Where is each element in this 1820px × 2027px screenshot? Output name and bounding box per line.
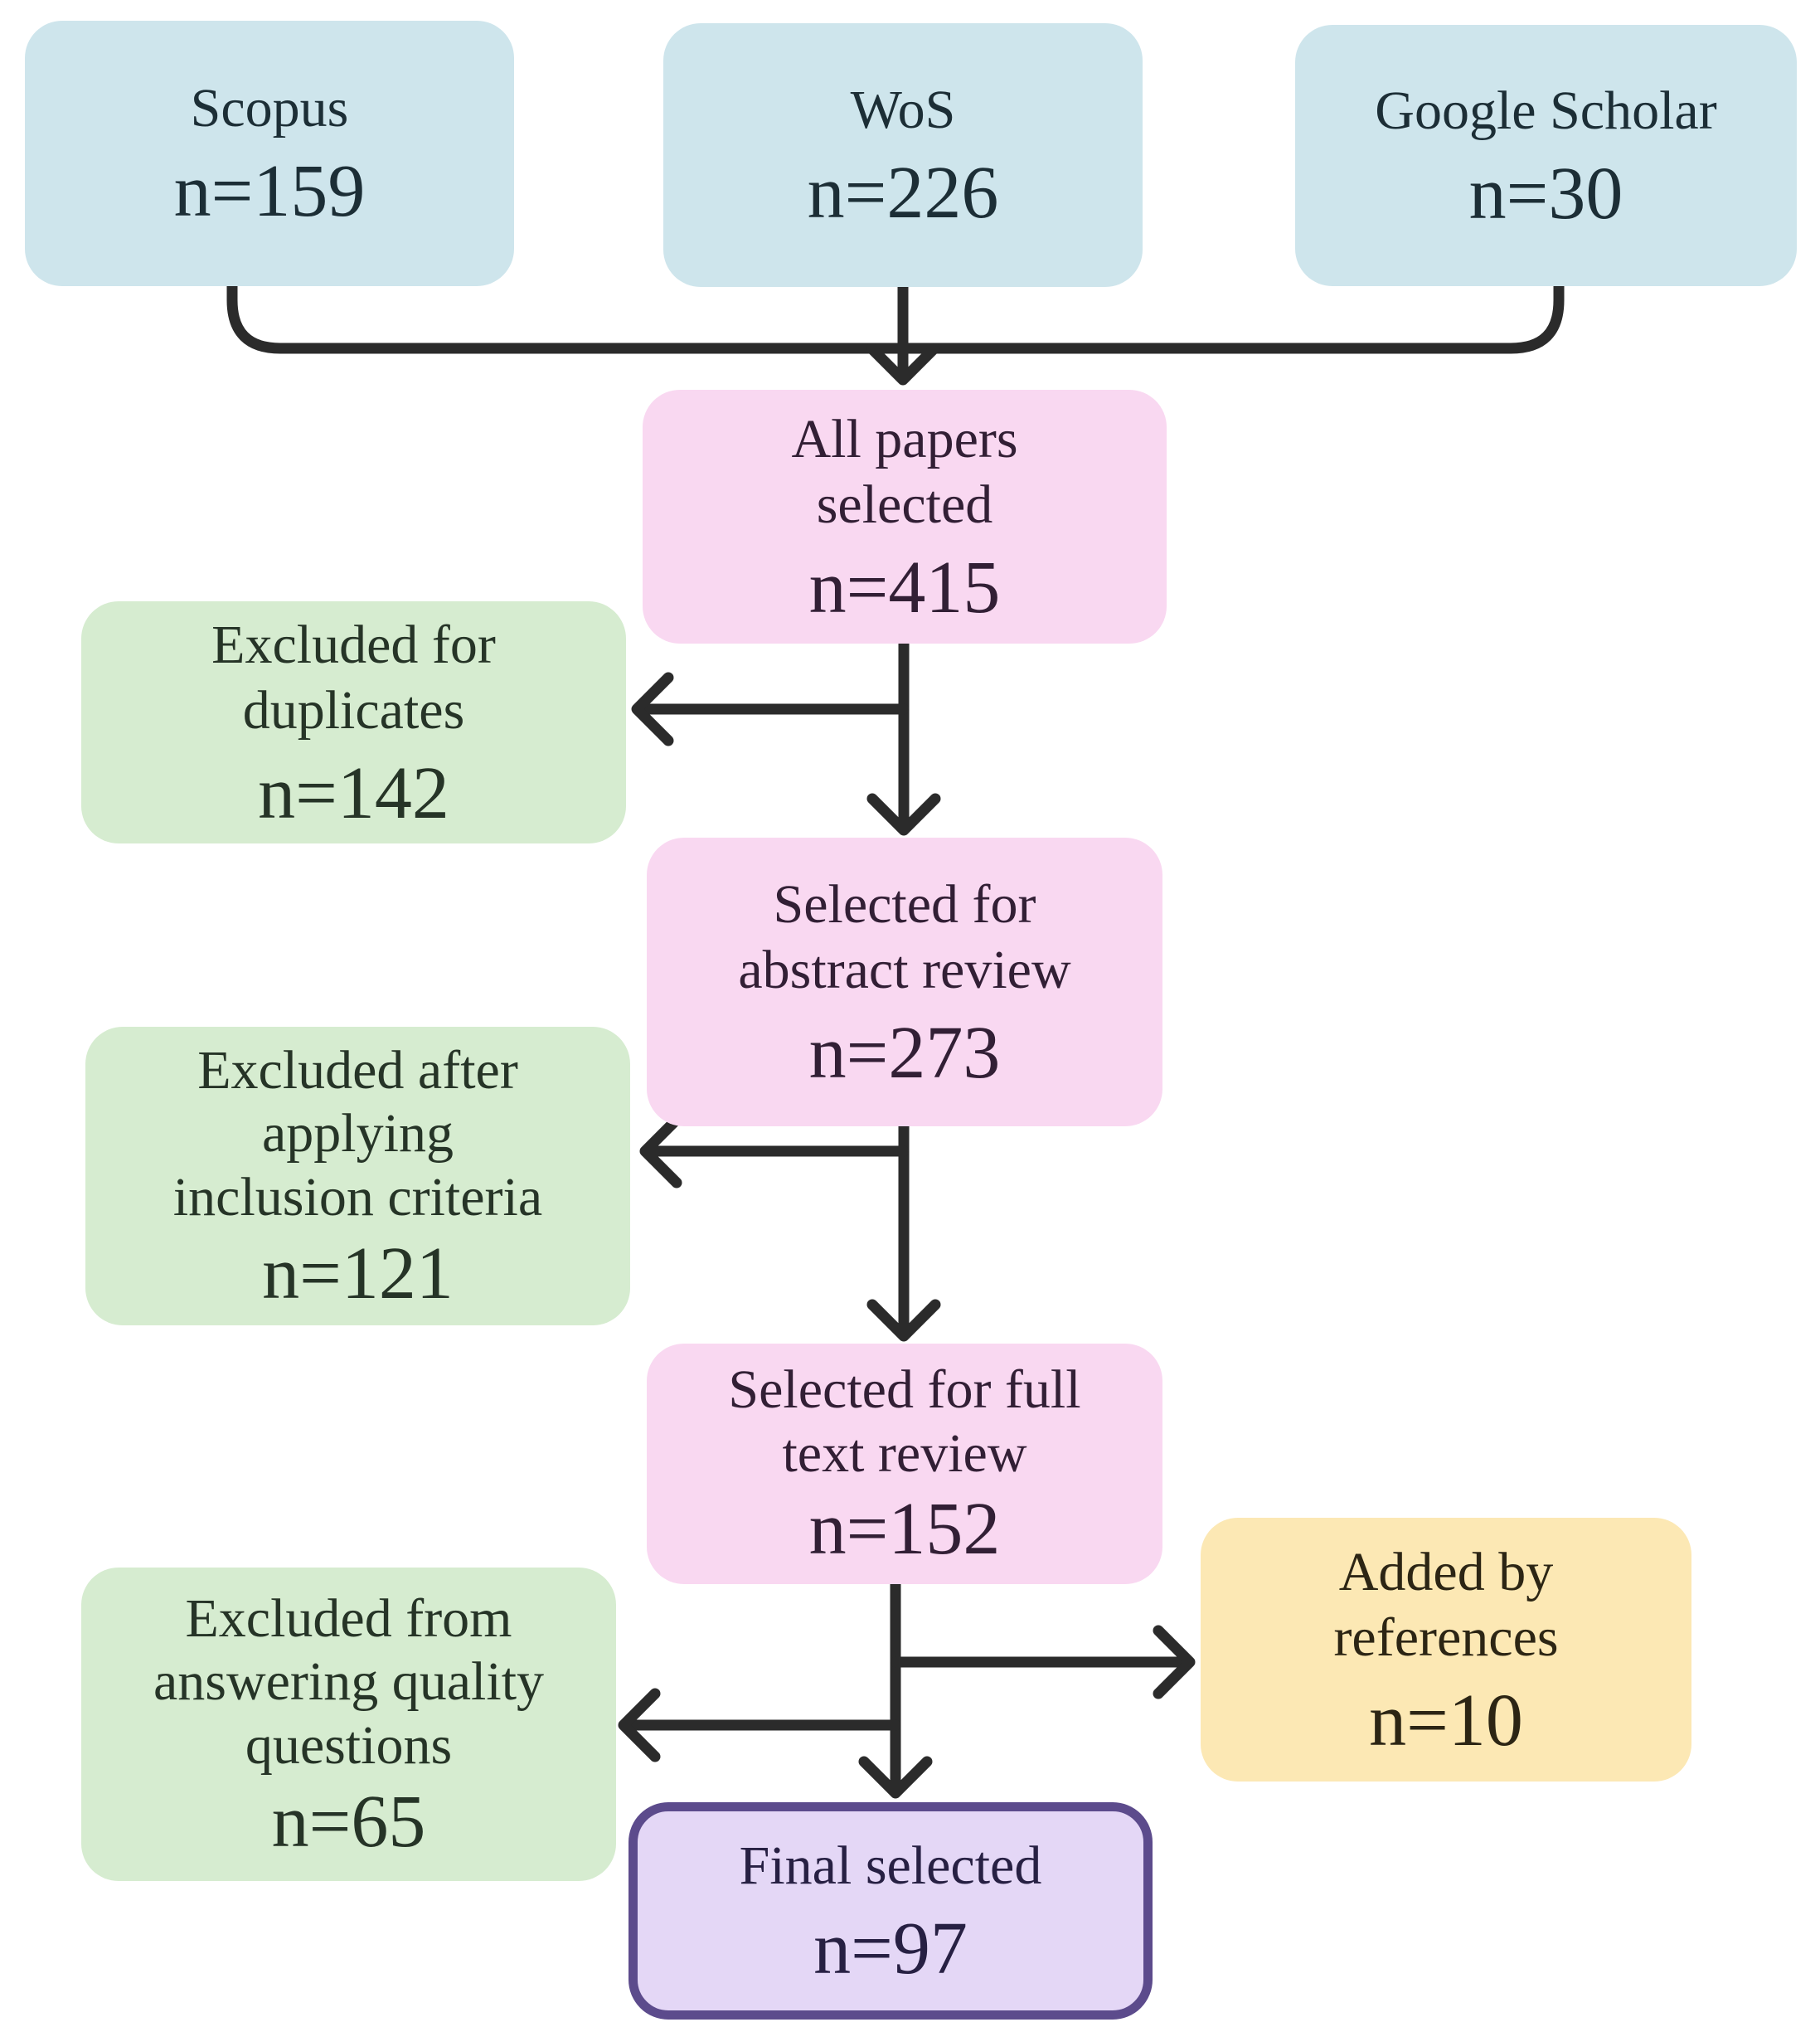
excluded-quality-questions-box: Excluded from answering quality question… xyxy=(81,1568,616,1881)
final-selected-box: Final selected n=97 xyxy=(629,1802,1153,2020)
added-references-count: n=10 xyxy=(1369,1679,1523,1762)
google-scholar-source-box: Google Scholar n=30 xyxy=(1295,25,1797,286)
arrow-into-all-papers-head xyxy=(866,343,940,386)
arrow-into-final-head xyxy=(858,1756,933,1799)
all-papers-label-line2: selected xyxy=(816,474,993,535)
arrow-to-excluded-inclusion-head xyxy=(639,1114,682,1188)
excluded-duplicates-box: Excluded for duplicates n=142 xyxy=(81,601,626,843)
wos-source-box: WoS n=226 xyxy=(663,23,1143,287)
arrow-into-abstract-review-head xyxy=(866,793,941,836)
scopus-count: n=159 xyxy=(173,150,366,233)
wos-count: n=226 xyxy=(807,152,999,235)
added-references-label-line2: references xyxy=(1333,1607,1559,1668)
excluded-inclusion-label-line3: inclusion criteria xyxy=(172,1167,543,1228)
arrow-to-added-references-head xyxy=(1153,1625,1196,1699)
sources-merge-connector xyxy=(226,280,1565,354)
full-text-label-line2: text review xyxy=(782,1422,1027,1484)
scopus-label: Scopus xyxy=(190,78,349,139)
full-text-label-line1: Selected for full xyxy=(728,1359,1081,1421)
excluded-inclusion-criteria-box: Excluded after applying inclusion criter… xyxy=(85,1027,630,1325)
abstract-review-label-line1: Selected for xyxy=(773,873,1036,935)
excluded-inclusion-count: n=121 xyxy=(262,1232,454,1315)
excluded-duplicates-label-line2: duplicates xyxy=(242,679,465,741)
scopus-source-box: Scopus n=159 xyxy=(25,21,514,286)
excluded-quality-label-line1: Excluded from xyxy=(185,1587,512,1649)
all-papers-selected-box: All papers selected n=415 xyxy=(643,390,1167,644)
selected-full-text-review-box: Selected for full text review n=152 xyxy=(647,1344,1162,1584)
arrow-into-full-text-head xyxy=(866,1299,941,1342)
google-scholar-label: Google Scholar xyxy=(1375,80,1717,141)
google-scholar-count: n=30 xyxy=(1468,152,1623,235)
excluded-inclusion-label-line1: Excluded after xyxy=(197,1039,518,1101)
final-selected-label: Final selected xyxy=(739,1835,1042,1897)
excluded-duplicates-count: n=142 xyxy=(258,751,449,834)
all-papers-label-line1: All papers xyxy=(791,408,1018,469)
wos-label: WoS xyxy=(850,80,956,141)
excluded-inclusion-label-line2: applying xyxy=(262,1103,454,1164)
all-papers-count: n=415 xyxy=(808,546,1001,629)
arrow-to-excluded-quality-head xyxy=(618,1688,661,1762)
abstract-review-count: n=273 xyxy=(808,1011,1001,1094)
excluded-quality-label-line3: questions xyxy=(245,1715,453,1777)
arrow-to-excluded-duplicates-head xyxy=(631,672,674,746)
added-by-references-box: Added by references n=10 xyxy=(1201,1518,1691,1782)
full-text-count: n=152 xyxy=(808,1488,1001,1571)
added-references-label-line1: Added by xyxy=(1338,1541,1554,1602)
abstract-review-label-line2: abstract review xyxy=(738,939,1071,1000)
selected-abstract-review-box: Selected for abstract review n=273 xyxy=(647,838,1162,1126)
excluded-duplicates-label-line1: Excluded for xyxy=(211,614,496,675)
excluded-quality-count: n=65 xyxy=(271,1780,426,1863)
final-selected-count: n=97 xyxy=(813,1908,968,1991)
excluded-quality-label-line2: answering quality xyxy=(153,1651,545,1713)
